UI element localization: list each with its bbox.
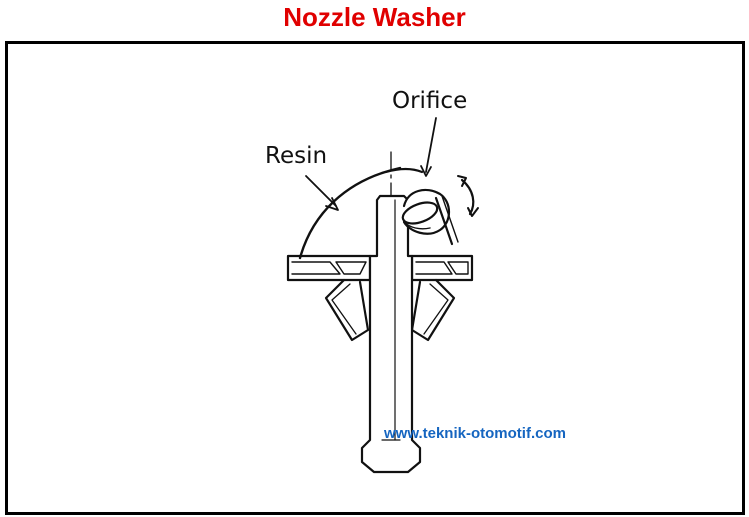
left-flange [286,254,372,282]
right-flange [410,254,474,282]
orifice-leader [425,117,437,173]
watermark-url: www.teknik-otomotif.com [383,425,566,442]
resin-label: Resin [265,143,327,169]
resin-leader [305,175,337,207]
diagram-title: Nozzle Washer [283,2,466,32]
orifice-label: Orifice [392,88,467,114]
left-clip [324,278,370,342]
right-clip [410,278,456,342]
